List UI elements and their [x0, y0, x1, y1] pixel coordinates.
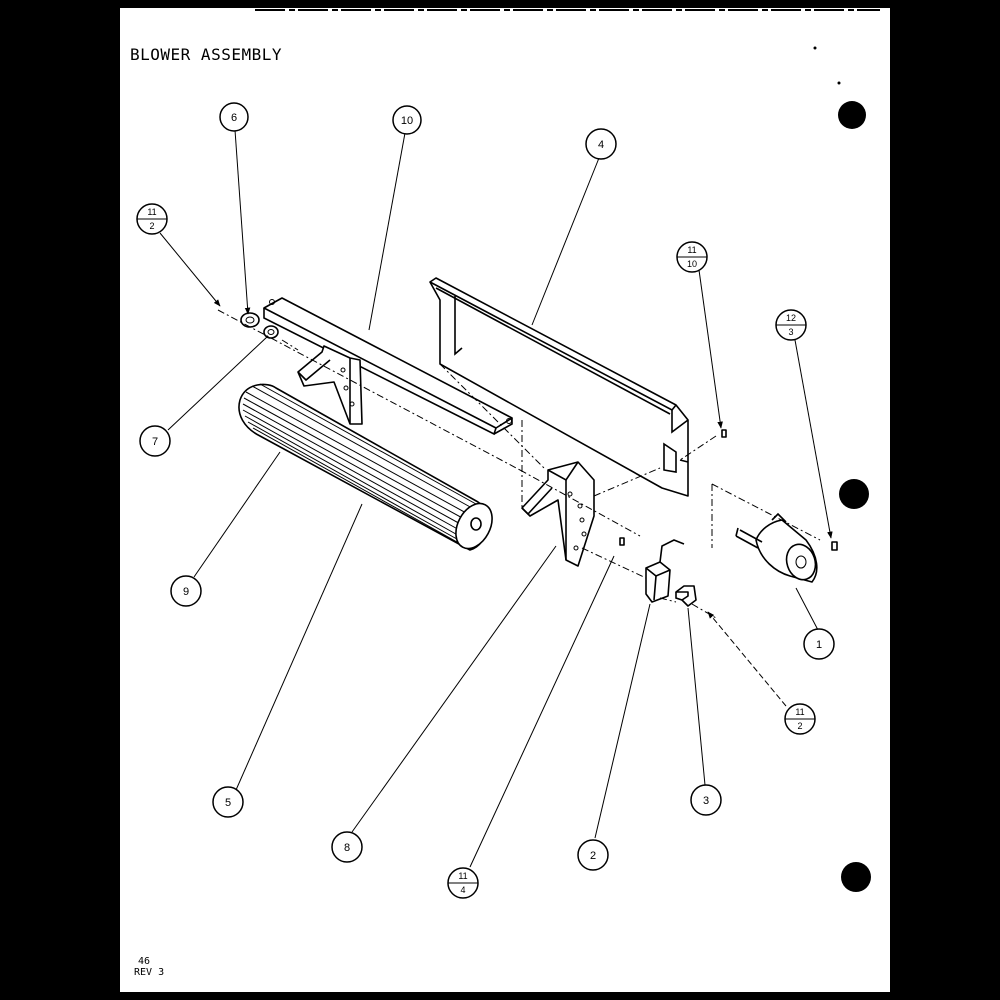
callout-10: 10 — [392, 105, 422, 135]
callout-10-label: 10 — [401, 115, 413, 127]
callout-1: 1 — [803, 628, 835, 660]
callout-12-3-upper: 12 — [786, 313, 796, 323]
left-bearing-bracket — [297, 345, 363, 425]
binder-hole-bottom — [841, 862, 871, 892]
callout-9-label: 9 — [183, 586, 189, 598]
motor-bracket-part-8 — [521, 461, 595, 567]
callout-4-label: 4 — [598, 139, 604, 151]
screw-part-12-3 — [831, 541, 838, 551]
callout-11-2-top-lower: 2 — [149, 221, 154, 231]
capacitor-part-2 — [645, 539, 685, 603]
capacitor-strap-part-3 — [675, 585, 697, 607]
callout-2: 2 — [577, 839, 609, 871]
binder-hole-middle — [839, 479, 869, 509]
bearing-retainer-part-6 — [240, 312, 260, 328]
bearing-part-7 — [263, 325, 279, 339]
callout-11-10-upper: 11 — [687, 245, 696, 255]
leader-lines — [159, 129, 833, 868]
page-number: 46 — [138, 956, 150, 967]
callout-7-label: 7 — [152, 436, 158, 448]
callout-11-2-right-upper: 11 — [795, 707, 804, 717]
callout-11-2-right-lower: 2 — [797, 721, 802, 731]
assembly-center-lines — [217, 309, 821, 619]
page-border-left — [0, 0, 120, 1000]
callout-8-label: 8 — [344, 842, 350, 854]
binder-hole-top — [838, 101, 866, 129]
callout-11-10: 11 10 — [676, 241, 708, 273]
page-border-top — [0, 0, 1000, 8]
page-border-bottom — [0, 992, 1000, 1000]
callout-5-label: 5 — [225, 797, 231, 809]
housing-panel-part-4 — [429, 277, 689, 497]
callout-3-label: 3 — [703, 795, 709, 807]
callout-1-label: 1 — [816, 639, 822, 651]
callout-5: 5 — [212, 786, 244, 818]
callout-9: 9 — [170, 575, 202, 607]
callout-6: 6 — [219, 102, 249, 132]
callout-3: 3 — [690, 784, 722, 816]
callout-11-4: 11 4 — [447, 867, 479, 899]
callout-4: 4 — [585, 128, 617, 160]
callout-6-label: 6 — [231, 112, 237, 124]
motor-part-1 — [735, 512, 818, 583]
callout-11-2-right: 11 2 — [784, 703, 816, 735]
revision-label: REV 3 — [134, 967, 164, 978]
callout-11-4-upper: 11 — [458, 871, 467, 881]
callout-12-3-lower: 3 — [788, 327, 793, 337]
page-title: BLOWER ASSEMBLY — [130, 45, 282, 64]
callout-7: 7 — [139, 425, 171, 457]
screw-part-11-4 — [619, 537, 625, 546]
blower-wheel-part-5 — [238, 383, 493, 551]
callout-2-label: 2 — [590, 850, 596, 862]
screw-part-11-10 — [721, 429, 727, 438]
page-paper — [120, 8, 890, 992]
scan-speck — [813, 46, 817, 50]
callout-8: 8 — [331, 831, 363, 863]
page-border-right — [890, 0, 1000, 1000]
callout-11-4-lower: 4 — [460, 885, 465, 895]
callout-11-2-top-upper: 11 — [147, 207, 156, 217]
cutoff-plate-part-10 — [263, 297, 513, 436]
callout-11-10-lower: 10 — [687, 259, 697, 269]
callout-11-2-top: 11 2 — [136, 203, 168, 235]
callout-12-3: 12 3 — [775, 309, 807, 341]
scan-speck — [837, 81, 841, 85]
